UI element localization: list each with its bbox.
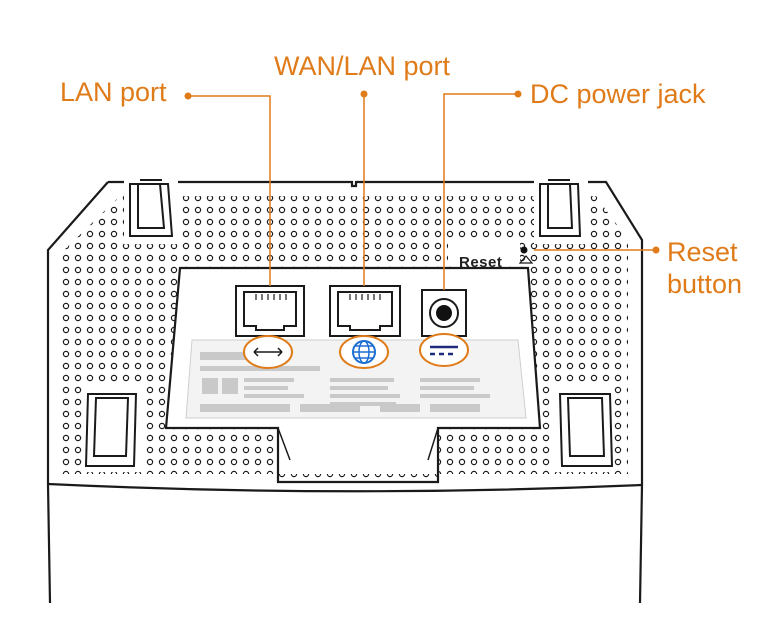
callout-wan-lan-port: WAN/LAN port <box>274 51 451 81</box>
globe-icon <box>339 335 389 369</box>
callout-lan-port: LAN port <box>60 77 167 107</box>
reset-button <box>518 246 534 264</box>
vent-holes <box>60 196 628 482</box>
callout-dots <box>184 90 660 254</box>
foot-bottom-left <box>84 393 138 467</box>
foot-top-right <box>539 179 582 237</box>
wan-lan-port <box>329 285 401 337</box>
foot-top-left <box>129 179 174 237</box>
callout-reset-line1: Reset <box>667 237 738 267</box>
lan-port <box>235 285 305 337</box>
callout-dc-power-jack: DC power jack <box>530 79 706 109</box>
reset-label: Reset <box>459 254 503 271</box>
dc-power-jack <box>421 289 467 337</box>
callout-reset-button: Reset button <box>667 236 742 300</box>
dc-power-icon <box>419 333 469 367</box>
callout-reset-line2: button <box>667 269 743 299</box>
rubber-feet <box>84 179 614 467</box>
foot-bottom-right <box>558 393 614 467</box>
callout-leaders <box>188 93 656 290</box>
lan-arrows-icon <box>243 335 293 369</box>
